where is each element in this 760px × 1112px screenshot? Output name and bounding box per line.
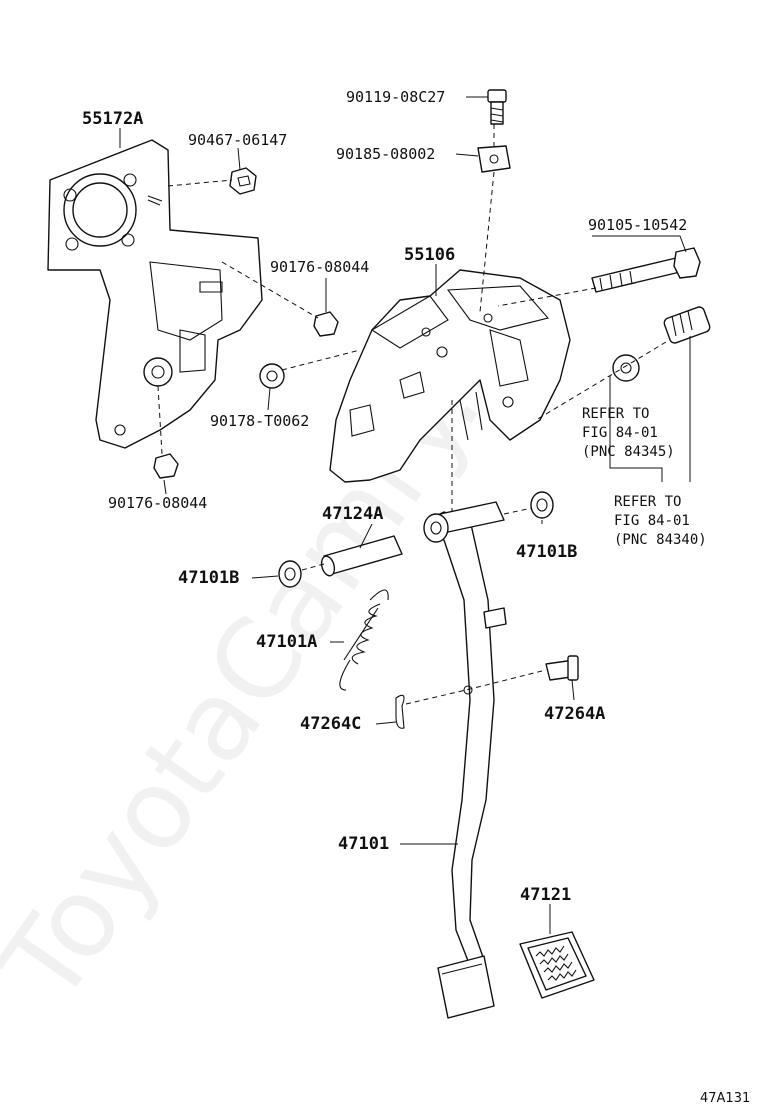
nut-90178-T0062: [259, 363, 285, 389]
nut-90176-08044-lower: [153, 453, 179, 479]
labels: 55172A 90467-06147 90119-08C27 90185-080…: [82, 88, 750, 1106]
label-90467-06147: 90467-06147: [188, 131, 287, 149]
label-47121: 47121: [520, 885, 571, 905]
stop-lamp-switch: [612, 306, 711, 382]
bolt-90105-10542: [591, 247, 701, 293]
clip-47264C: [395, 694, 405, 729]
assembly-lines: [157, 124, 667, 705]
label-47101: 47101: [338, 834, 389, 854]
label-90178-T0062: 90178-T0062: [210, 412, 309, 430]
bolt-90119-08C27: [487, 89, 507, 125]
label-47124A: 47124A: [322, 504, 383, 524]
label-90119-08C27: 90119-08C27: [346, 88, 445, 106]
clip-nut-90185-08002: [477, 145, 511, 173]
bracket-55172A: [47, 139, 263, 449]
figure-code: 47A131: [700, 1091, 750, 1106]
label-47264C: 47264C: [300, 714, 361, 734]
pin-47264A: [545, 655, 579, 681]
nut-90467-06147: [229, 167, 257, 195]
collar-47124A: [320, 535, 403, 577]
brake-pedal-arm-47101: [423, 501, 507, 1019]
label-47101B-right: 47101B: [516, 542, 577, 562]
label-47101A: 47101A: [256, 632, 317, 652]
ref1-line1: REFER TO: [582, 406, 649, 422]
ref1-line3: (PNC 84345): [582, 444, 675, 460]
label-55106: 55106: [404, 245, 455, 265]
label-90105-10542: 90105-10542: [588, 216, 687, 234]
bushing-47101B-left: [278, 560, 302, 588]
ref2-line2: FIG 84-01: [614, 513, 690, 529]
label-55172A: 55172A: [82, 109, 143, 129]
pedal-pad-47121: [519, 931, 595, 999]
label-90176-08044-lower: 90176-08044: [108, 494, 207, 512]
ref2-line3: (PNC 84340): [614, 532, 707, 548]
bushing-47101B-right: [530, 491, 554, 519]
spring-47101A: [339, 589, 389, 691]
label-47264A: 47264A: [544, 704, 605, 724]
ref2-line1: REFER TO: [614, 494, 681, 510]
label-90185-08002: 90185-08002: [336, 145, 435, 163]
nut-90176-08044-upper: [313, 311, 339, 337]
pedal-support-55106: [329, 269, 571, 483]
ref1-line2: FIG 84-01: [582, 425, 658, 441]
label-90176-08044-upper: 90176-08044: [270, 258, 369, 276]
leader-lines: [119, 96, 691, 934]
label-47101B-left: 47101B: [178, 568, 239, 588]
